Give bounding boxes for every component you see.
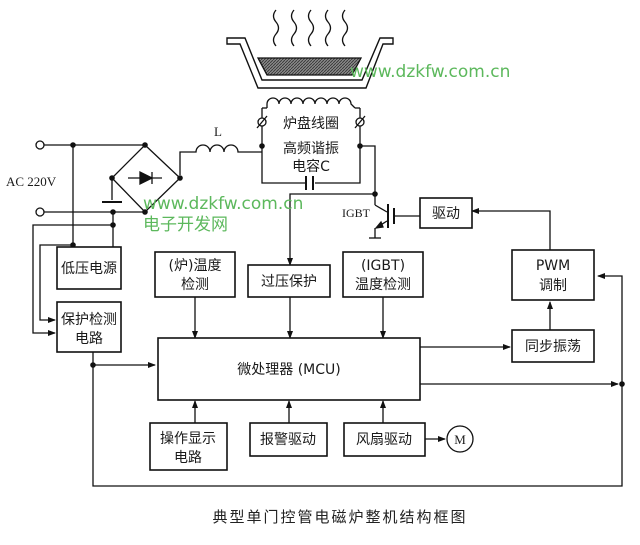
protection-detect-block xyxy=(56,301,122,353)
capacitor-label-1: 高频谐振 xyxy=(283,140,339,157)
watermark-site-name: 电子开发网 xyxy=(143,215,228,235)
watermark-url-top: www.dzkfw.com.cn xyxy=(350,62,510,82)
wire-bottom-loop xyxy=(92,365,623,487)
motor-icon xyxy=(446,425,474,453)
inductor-label: L xyxy=(214,124,222,139)
low-voltage-psu-label: 低压电源 xyxy=(61,261,117,277)
protection-detect-label-1: 保护检测 xyxy=(61,312,117,328)
pot-temp-detect-label-1: (炉)温度 xyxy=(169,258,222,274)
junction-dots xyxy=(70,142,625,387)
overvoltage-protect-block xyxy=(247,264,331,298)
fan-driver-label: 风扇驱动 xyxy=(356,432,412,448)
ac-input-label: AC 220V xyxy=(6,174,57,189)
driver-block xyxy=(419,197,473,229)
pot-temp-detect-label-2: 检测 xyxy=(181,277,209,293)
wire-bus-to-pwm xyxy=(597,273,623,384)
igbt-transistor-icon xyxy=(369,194,420,239)
igbt-temp-detect-label-2: 温度检测 xyxy=(355,277,411,293)
wire-to-overvoltage xyxy=(287,193,375,266)
coil-terminal-left xyxy=(256,107,268,146)
coil-label: 炉盘线圈 xyxy=(283,115,339,132)
overvoltage-protect-label: 过压保护 xyxy=(261,274,317,290)
wire-ac-to-protect-1 xyxy=(39,244,73,323)
watermark-url: www.dzkfw.com.cn xyxy=(143,194,303,214)
motor-label: M xyxy=(454,432,466,447)
operation-display-block xyxy=(149,422,228,471)
diagram-title: 典型单门控管电磁炉整机结构框图 xyxy=(212,508,467,526)
sync-oscillator-label: 同步振荡 xyxy=(525,339,581,355)
igbt-label: IGBT xyxy=(342,206,371,220)
capacitor-label-2: 电容C xyxy=(292,158,330,175)
alarm-driver-label: 报警驱动 xyxy=(260,432,316,448)
wire-cap-right xyxy=(315,146,361,184)
protection-detect-label-2: 电路 xyxy=(75,331,103,347)
wire-ac-to-protect-2 xyxy=(32,224,113,336)
fan-driver-block xyxy=(343,422,426,457)
operation-display-label-2: 电路 xyxy=(174,450,202,466)
driver-label: 驱动 xyxy=(432,206,460,222)
alarm-driver-block xyxy=(249,422,328,457)
igbt-temp-detect-block xyxy=(342,251,424,298)
heat-waves-icon xyxy=(272,9,349,47)
mcu-label: 微处理器 (MCU) xyxy=(237,362,340,378)
pwm-modulation-block xyxy=(511,249,595,301)
cooking-pot-icon xyxy=(226,37,394,89)
coil-terminal-right xyxy=(354,107,366,146)
inductor-L xyxy=(179,144,262,175)
resonant-capacitor-icon xyxy=(305,176,314,190)
sync-oscillator-block xyxy=(511,329,595,363)
pwm-label-1: PWM xyxy=(536,258,570,274)
wire-tank-to-igbt xyxy=(360,145,376,194)
wire-protect-to-mcu xyxy=(92,352,156,368)
igbt-temp-detect-label-1: (IGBT) xyxy=(361,258,405,274)
operation-display-label-1: 操作显示 xyxy=(160,431,216,447)
wire-cap-left xyxy=(261,146,305,184)
bridge-rectifier-icon xyxy=(102,144,181,213)
wire-pwm-to-driver xyxy=(471,208,551,252)
heating-coil xyxy=(266,97,356,109)
ac-input-terminals xyxy=(35,140,145,217)
low-voltage-psu-block xyxy=(56,246,122,290)
pot-temp-detect-block xyxy=(154,251,236,298)
mcu-block xyxy=(157,337,421,401)
pwm-label-2: 调制 xyxy=(539,278,567,294)
